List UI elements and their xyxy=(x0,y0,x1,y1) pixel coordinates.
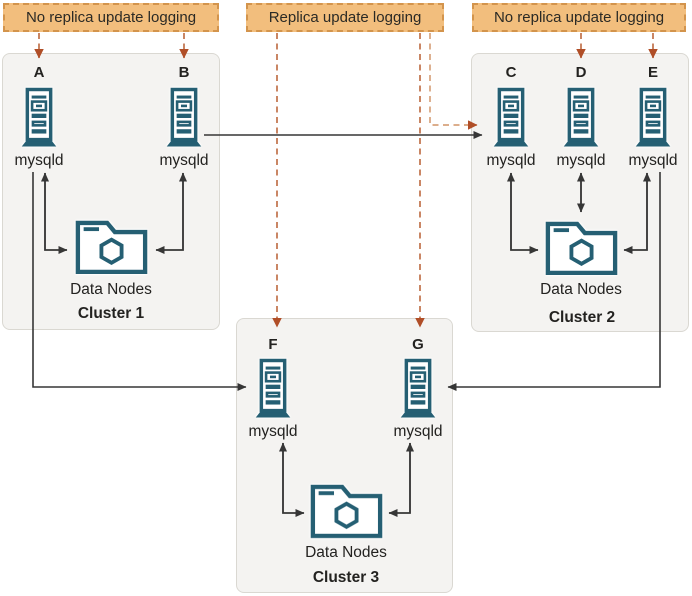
legend-box-replica-logging: Replica update logging xyxy=(246,3,444,32)
server-letter-f: F xyxy=(268,336,278,353)
mysqld-label-g: mysqld xyxy=(393,423,443,440)
data-nodes-label-cluster1: Data Nodes xyxy=(70,281,152,298)
mysqld-label-d: mysqld xyxy=(556,152,606,169)
mysqld-label-b: mysqld xyxy=(159,152,209,169)
legend-label: No replica update logging xyxy=(25,9,197,26)
dashed-arrow-to-c xyxy=(429,33,478,130)
server-letter-a: A xyxy=(33,64,45,81)
cluster-2-name: Cluster 2 xyxy=(548,309,616,326)
data-nodes-label-cluster3: Data Nodes xyxy=(305,544,387,561)
server-letter-c: C xyxy=(505,64,517,81)
data-nodes-label-cluster2: Data Nodes xyxy=(540,281,622,298)
server-letter-b: B xyxy=(178,64,190,81)
mysqld-label-a: mysqld xyxy=(14,152,64,169)
server-letter-d: D xyxy=(575,64,587,81)
legend-box-no-replica-logging-right: No replica update logging xyxy=(472,3,686,32)
cluster-3-name: Cluster 3 xyxy=(312,569,380,586)
cluster-1-name: Cluster 1 xyxy=(77,305,145,322)
server-letter-e: E xyxy=(647,64,659,81)
legend-label: No replica update logging xyxy=(493,9,665,26)
mysqld-label-c: mysqld xyxy=(486,152,536,169)
mysqld-label-f: mysqld xyxy=(248,423,298,440)
mysqld-label-e: mysqld xyxy=(628,152,678,169)
legend-box-no-replica-logging-left: No replica update logging xyxy=(3,3,219,32)
legend-label: Replica update logging xyxy=(268,9,422,26)
server-letter-g: G xyxy=(412,336,424,353)
